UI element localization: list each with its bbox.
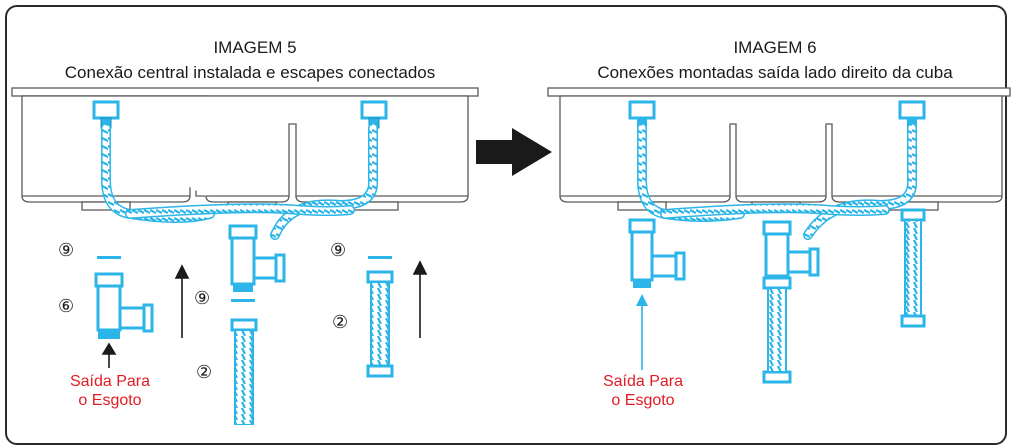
right-subtitle: Conexões montadas saída lado direito da …	[597, 63, 953, 82]
left-loose-hose-1	[230, 318, 258, 425]
right-hoses	[637, 123, 918, 240]
right-center-hose	[767, 287, 787, 373]
callout-tee: ⑥	[58, 296, 75, 316]
right-side-hose	[900, 208, 926, 328]
left-hoses	[101, 123, 379, 240]
right-title: IMAGEM 6	[733, 38, 817, 57]
left-subtitle: Conexão central instalada e escapes cone…	[64, 63, 436, 82]
right-outlet-label: Saída Para o Esgoto	[588, 372, 698, 410]
right-left-tee	[628, 218, 686, 282]
callout-hose-center: ②	[196, 362, 213, 382]
callout-hose-right: ②	[332, 312, 349, 332]
left-center-outlet	[233, 284, 253, 292]
right-sink	[547, 87, 1011, 211]
left-loose-hose-2	[366, 270, 394, 378]
left-outlet-label-line2: o Esgoto	[78, 392, 142, 409]
left-title: IMAGEM 5	[213, 38, 297, 57]
callout-washer-right: ⑨	[330, 240, 347, 260]
left-washers	[97, 256, 392, 302]
left-loose-tee	[94, 272, 154, 333]
right-outlet-arrow	[636, 294, 648, 370]
callout-washer-center: ⑨	[194, 288, 211, 308]
right-center-tee	[762, 220, 820, 384]
left-loose-tee-outlet	[98, 330, 120, 339]
right-outlet	[633, 280, 651, 288]
left-center-tee	[228, 224, 286, 286]
assembly-arrows	[101, 260, 428, 368]
left-outlet-label: Saída Para o Esgoto	[55, 372, 165, 410]
transition-arrow	[476, 128, 552, 176]
callout-washer-left: ⑨	[58, 240, 75, 260]
right-outlet-label-line2: o Esgoto	[611, 392, 675, 409]
sink-diagram	[11, 87, 1011, 425]
left-sink	[11, 87, 479, 211]
right-outlet-label-line1: Saída Para	[602, 373, 684, 390]
left-outlet-label-line1: Saída Para	[69, 373, 151, 390]
